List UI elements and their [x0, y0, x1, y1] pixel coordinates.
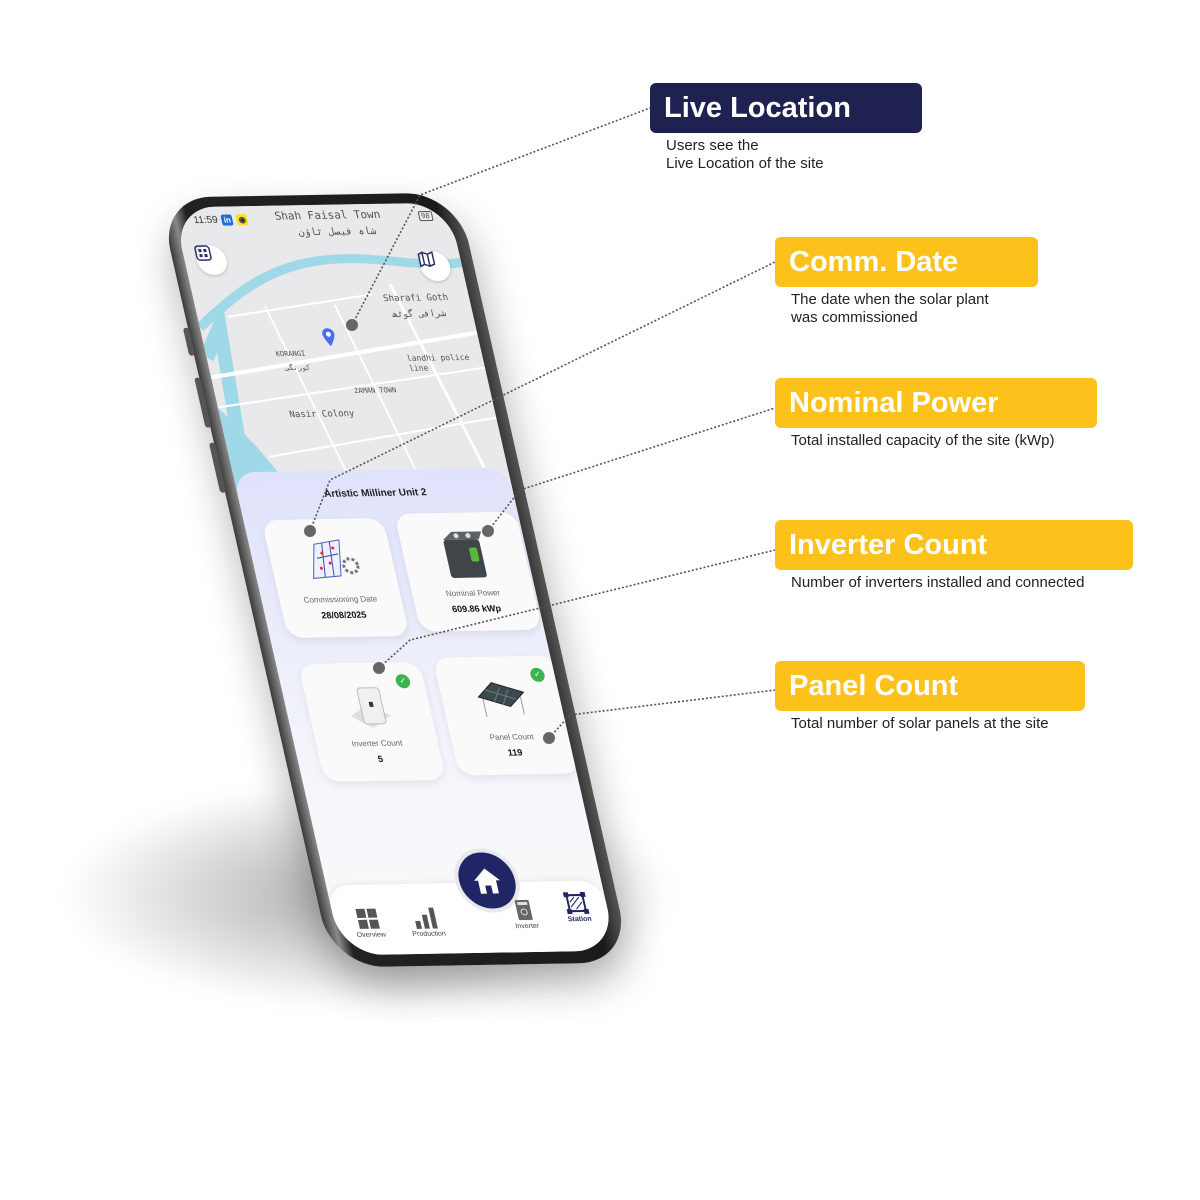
map-type-button[interactable] — [416, 250, 454, 282]
callout-inverter-count: Inverter Count Number of inverters insta… — [775, 520, 1133, 592]
nav-station[interactable]: Station — [546, 891, 609, 924]
callout-title: Panel Count — [775, 661, 1085, 711]
callout-desc: Users see the Live Location of the site — [666, 137, 824, 172]
phone-mockup: 11:59 in ◉ 98 Shah Faisal Town شاہ فیصل … — [158, 192, 632, 968]
nominal-power-card[interactable]: Nominal Power 609.86 kWp — [394, 511, 543, 632]
callout-nominal-power: Nominal Power Total installed capacity o… — [775, 378, 1097, 450]
home-button[interactable] — [447, 847, 527, 914]
anchor-dot — [543, 732, 555, 744]
callout-desc: Number of inverters installed and connec… — [791, 574, 1085, 591]
callout-live-location: Live Location Users see the Live Locatio… — [650, 83, 922, 173]
inverter-nav-icon — [514, 899, 533, 921]
bar-chart-icon — [415, 907, 438, 929]
inverter-icon — [350, 687, 391, 728]
callout-title: Live Location — [650, 83, 922, 133]
callout-title: Nominal Power — [775, 378, 1097, 428]
phone-screen: 11:59 in ◉ 98 Shah Faisal Town شاہ فیصل … — [172, 202, 617, 956]
anchor-dot — [304, 525, 316, 537]
connector-live-location — [351, 107, 651, 326]
location-pin-icon[interactable] — [320, 327, 338, 347]
callout-desc: Total installed capacity of the site (kW… — [791, 432, 1055, 449]
callout-title: Inverter Count — [775, 520, 1133, 570]
grid-view-button[interactable] — [193, 244, 230, 276]
overview-icon — [355, 908, 380, 929]
nav-inverter[interactable]: Inverter — [493, 899, 556, 931]
nav-production[interactable]: Production — [395, 906, 458, 938]
bottom-nav: Overview Production Inverter Station — [326, 847, 617, 956]
callout-panel-count: Panel Count Total number of solar panels… — [775, 661, 1085, 733]
station-icon — [562, 891, 590, 915]
inverter-count-card[interactable]: ✓ Inverter Count 5 — [297, 661, 447, 782]
solar-panel-icon — [477, 682, 525, 717]
battery-box-icon — [442, 531, 487, 578]
callout-comm-date: Comm. Date The date when the solar plant… — [775, 237, 1038, 327]
anchor-dot — [346, 319, 358, 331]
connector-nominal-power — [487, 407, 776, 532]
anchor-dot — [373, 662, 385, 674]
callout-desc: The date when the solar plant was commis… — [791, 291, 989, 326]
panel-count-card[interactable]: ✓ Panel Count 119 — [432, 655, 581, 776]
connector-inverter-count — [378, 549, 776, 669]
home-icon — [474, 868, 500, 894]
site-info-panel: Artistic Milliner Unit 2 Commissioning D… — [232, 467, 617, 956]
anchor-dot — [482, 525, 494, 537]
connector-comm-date — [309, 261, 776, 532]
commissioning-date-card[interactable]: Commissioning Date 28/08/2025 — [261, 517, 410, 639]
callout-title: Comm. Date — [775, 237, 1038, 287]
map-icon — [417, 251, 436, 268]
calendar-gear-icon — [313, 539, 360, 579]
grid-icon — [194, 245, 212, 261]
nav-overview[interactable]: Overview — [337, 907, 400, 939]
connector-panel-count — [548, 689, 776, 739]
callout-desc: Total number of solar panels at the site — [791, 715, 1049, 732]
